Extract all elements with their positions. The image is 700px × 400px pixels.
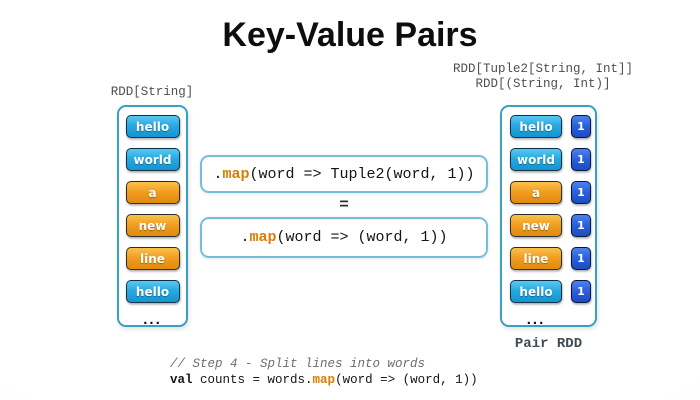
map-keyword: map	[312, 373, 336, 387]
page-title: Key-Value Pairs	[222, 16, 478, 54]
pair-row: hello 1	[510, 115, 595, 138]
word-cell: world	[125, 148, 180, 171]
pair-row: ...	[510, 311, 595, 328]
right-rdd-type-line1: RDD[Tuple2[String, Int]]	[452, 62, 634, 76]
map-pair-code-box: .map(word => (word, 1))	[200, 217, 488, 258]
word-cell-label: hello	[519, 119, 553, 134]
code-line: val counts = words.map(word => (word, 1)…	[170, 372, 478, 388]
code-dot: .	[240, 229, 250, 246]
map-keyword: map	[222, 165, 250, 183]
value-cell-label: 1	[577, 186, 585, 199]
value-cell: 1	[571, 247, 591, 270]
map-tuple2-code-box: .map(word => Tuple2(word, 1))	[200, 155, 488, 193]
value-cell: 1	[571, 280, 591, 303]
word-cell-label: world	[517, 152, 555, 167]
word-cell-label: world	[133, 152, 172, 167]
pair-row: hello 1	[510, 280, 595, 303]
word-cell: hello	[125, 280, 180, 303]
equals-sign: =	[339, 196, 349, 214]
word-cell: new	[510, 214, 562, 237]
code-args: (word => (word, 1))	[276, 229, 448, 246]
pair-row: line 1	[510, 247, 595, 270]
ellipsis: ...	[143, 311, 162, 328]
value-cell-label: 1	[577, 219, 585, 232]
word-cell-label: new	[138, 218, 167, 233]
word-cell: hello	[510, 115, 562, 138]
word-cell-label: hello	[135, 119, 170, 134]
left-rdd-container: hello world a new line hello ...	[117, 105, 188, 327]
right-rdd-type-line2: RDD[(String, Int)]	[475, 77, 611, 91]
value-cell: 1	[571, 148, 591, 171]
word-cell-label: line	[140, 251, 165, 266]
pair-rdd-caption: Pair RDD	[514, 336, 583, 352]
word-cell: line	[510, 247, 562, 270]
right-rdd-container: hello 1 world 1 a 1 new 1 line 1 hello 1…	[500, 105, 597, 327]
map-keyword: map	[249, 229, 277, 246]
value-cell: 1	[571, 181, 591, 204]
word-cell-label: a	[531, 185, 541, 200]
right-rdd-type-label: RDD[Tuple2[String, Int]] RDD[(String, In…	[418, 62, 668, 92]
word-cell: a	[510, 181, 562, 204]
word-cell: line	[125, 247, 180, 270]
code-comment: // Step 4 - Split lines into words	[170, 357, 426, 371]
value-cell-label: 1	[577, 120, 585, 133]
value-cell: 1	[571, 115, 591, 138]
value-cell-label: 1	[577, 153, 585, 166]
word-cell: a	[125, 181, 180, 204]
footer-code: // Step 4 - Split lines into words val c…	[170, 356, 478, 388]
value-cell: 1	[571, 214, 591, 237]
code-args: (word => Tuple2(word, 1))	[249, 165, 475, 183]
word-cell-label: hello	[135, 284, 170, 299]
val-keyword: val	[170, 373, 193, 387]
value-cell-label: 1	[577, 252, 585, 265]
pair-row: a 1	[510, 181, 595, 204]
code-mid: counts = words.	[192, 373, 313, 387]
pair-row: new 1	[510, 214, 595, 237]
word-cell: hello	[125, 115, 180, 138]
word-cell-label: new	[522, 218, 550, 233]
ellipsis: ...	[526, 311, 546, 328]
value-cell-label: 1	[577, 285, 585, 298]
code-args: (word => (word, 1))	[335, 373, 478, 387]
word-cell: world	[510, 148, 562, 171]
word-cell-label: line	[523, 251, 549, 266]
code-dot: .	[213, 165, 223, 183]
pair-row: world 1	[510, 148, 595, 171]
word-cell-label: a	[148, 185, 157, 200]
left-rdd-type-label: RDD[String]	[110, 85, 194, 99]
word-cell: new	[125, 214, 180, 237]
word-cell: hello	[510, 280, 562, 303]
word-cell-label: hello	[519, 284, 553, 299]
